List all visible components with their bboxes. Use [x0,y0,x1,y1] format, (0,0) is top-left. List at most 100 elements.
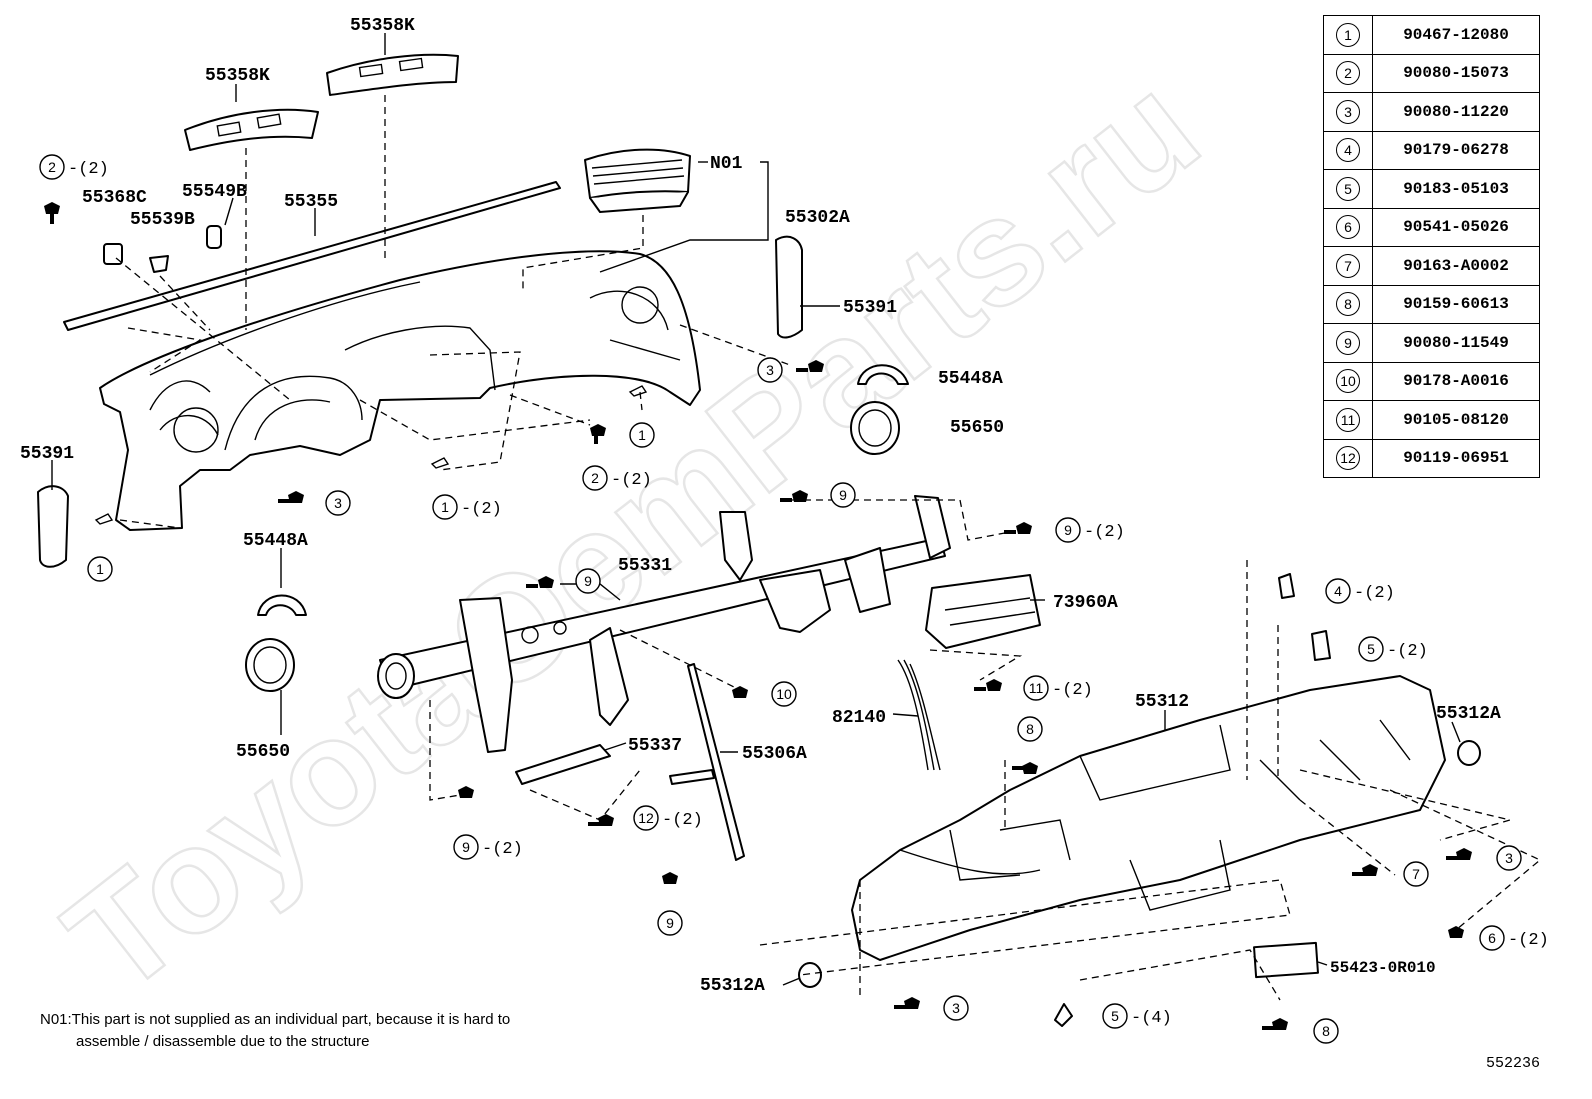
table-ref-number: 4 [1336,138,1360,163]
svg-text:3: 3 [1505,850,1513,866]
svg-text:1: 1 [441,499,449,515]
label-55358K-lower: 55358K [205,66,270,86]
table-ref-number: 5 [1336,176,1360,201]
svg-text:5: 5 [1367,641,1375,657]
svg-text:7: 7 [1412,866,1420,882]
instrument-panel-drawing [37,53,909,692]
table-part-number: 90178-A0016 [1372,361,1540,401]
table-ref-number: 6 [1336,215,1360,240]
table-part-number: 90080-11220 [1372,92,1540,132]
svg-text:-(2): -(2) [1508,931,1549,950]
table-row: 11 90105-08120 [1323,400,1540,440]
callout: 3 [757,357,783,383]
table-ref-number: 1 [1336,22,1360,47]
leader-lines [51,33,1461,986]
footnote: N01:This part is not supplied as an indi… [40,1009,510,1053]
table-row: 8 90159-60613 [1323,284,1540,324]
svg-text:9: 9 [584,573,592,589]
svg-text:12: 12 [638,810,654,826]
table-part-number: 90467-12080 [1372,15,1540,55]
footnote-line-2: assemble / disassemble due to the struct… [76,1033,370,1050]
svg-text:-(2): -(2) [1052,681,1093,700]
table-row: 7 90163-A0002 [1323,246,1540,286]
label-55423-0R010: 55423-0R010 [1330,959,1436,977]
label-55650-right: 55650 [950,418,1004,438]
label-55650-left: 55650 [236,742,290,762]
label-55358K-upper: 55358K [350,16,415,36]
callout: 3 [1496,845,1522,871]
svg-text:9: 9 [666,915,674,931]
table-ref-number: 8 [1336,292,1360,317]
svg-text:-(2): -(2) [68,160,109,179]
label-55391-right: 55391 [843,298,897,318]
svg-text:3: 3 [334,495,342,511]
svg-text:9: 9 [839,487,847,503]
label-55337: 55337 [628,736,682,756]
callout: 9 [657,910,683,936]
table-ref-number: 3 [1336,99,1360,124]
label-55368C: 55368C [82,188,147,208]
callout: 9 [830,482,856,508]
svg-text:6: 6 [1488,930,1496,946]
table-ref-number: 12 [1336,446,1360,471]
table-part-number: 90159-60613 [1372,284,1540,324]
svg-text:2: 2 [48,159,56,175]
table-row: 12 90119-06951 [1323,438,1540,478]
callout: 2-(2) [582,465,652,491]
svg-text:1: 1 [96,561,104,577]
label-55391-left: 55391 [20,444,74,464]
diagram-id: 552236 [1486,1055,1541,1072]
label-55448A-left: 55448A [243,531,308,551]
table-part-number: 90179-06278 [1372,130,1540,170]
label-55306A: 55306A [742,744,807,764]
table-ref-number: 10 [1336,369,1360,394]
table-part-number: 90183-05103 [1372,169,1540,209]
table-ref-number: 9 [1336,330,1360,355]
table-part-number: 90163-A0002 [1372,246,1540,286]
callout: 1 [629,422,655,448]
svg-text:8: 8 [1026,721,1034,737]
table-ref-number: 11 [1336,407,1360,432]
table-row: 5 90183-05103 [1323,169,1540,209]
callout: 4-(2) [1325,578,1395,604]
callouts: 2-(2) 3 1 2-(2) 3 1-(2) 1 9 9-(2) 9 10 1… [39,154,1549,1044]
callout: 3 [325,490,351,516]
label-55549B: 55549B [182,182,247,202]
label-55312A-right: 55312A [1436,704,1501,724]
reinforcement-drawing [377,495,1041,861]
table-ref-number: 7 [1336,253,1360,278]
svg-text:9: 9 [462,839,470,855]
svg-text:1: 1 [638,427,646,443]
callout: 1 -(2) [432,494,502,520]
part-labels: 55358K 55358K N01 55302A 55368C 55549B 5… [20,16,1501,996]
svg-text:9: 9 [1064,522,1072,538]
callout: 12-(2) [633,805,703,831]
callout: 5-(4) [1102,1003,1172,1029]
table-part-number: 90119-06951 [1372,438,1540,478]
svg-text:8: 8 [1322,1023,1330,1039]
label-82140: 82140 [832,708,886,728]
svg-text:2: 2 [591,470,599,486]
svg-text:-(2): -(2) [1084,523,1125,542]
svg-text:-(2): -(2) [1387,642,1428,661]
table-row: 3 90080-11220 [1323,92,1540,132]
table-ref-number: 2 [1336,61,1360,86]
svg-text:4: 4 [1334,583,1342,599]
callout: 11-(2) [1023,675,1093,701]
footnote-line-1: N01:This part is not supplied as an indi… [40,1011,511,1028]
svg-text:-(2): -(2) [482,840,523,859]
label-55331: 55331 [618,556,672,576]
svg-text:-(4): -(4) [1131,1009,1172,1028]
callout: 8 [1017,716,1043,742]
callout: 6 -(2) [1479,925,1549,951]
svg-text:-(2): -(2) [461,500,502,519]
label-55355: 55355 [284,192,338,212]
callout: 1 [87,556,113,582]
table-part-number: 90105-08120 [1372,400,1540,440]
callout: 8 [1313,1018,1339,1044]
callout: 3 [943,995,969,1021]
